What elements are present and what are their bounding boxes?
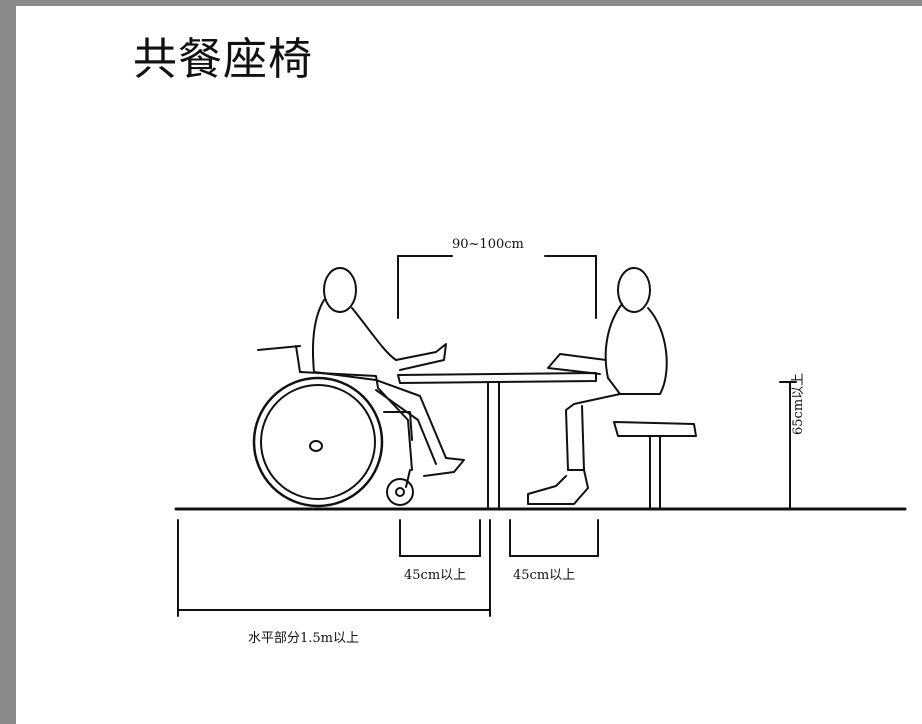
table-height-label: 65cm以上 bbox=[791, 372, 806, 435]
dimension-table-height bbox=[779, 381, 797, 509]
dimension-knee-clearance-left bbox=[399, 519, 481, 557]
dimension-table-span bbox=[397, 255, 597, 319]
knee-clearance-right-label: 45cm以上 bbox=[513, 568, 576, 583]
seated-person-figure bbox=[527, 267, 668, 505]
table-span-label: 90~100cm bbox=[452, 237, 524, 252]
wheelchair-illustration bbox=[252, 345, 414, 508]
horizontal-area-label: 水平部分1.5m以上 bbox=[248, 631, 360, 646]
knee-clearance-left-label: 45cm以上 bbox=[404, 568, 467, 583]
page-title: 共餐座椅 bbox=[133, 34, 313, 85]
dimension-knee-clearance-right bbox=[509, 519, 599, 557]
dimension-horizontal-area bbox=[177, 519, 491, 617]
wheelchair-user-figure bbox=[312, 267, 465, 477]
table-illustration bbox=[397, 372, 597, 509]
stool-illustration bbox=[613, 421, 697, 509]
